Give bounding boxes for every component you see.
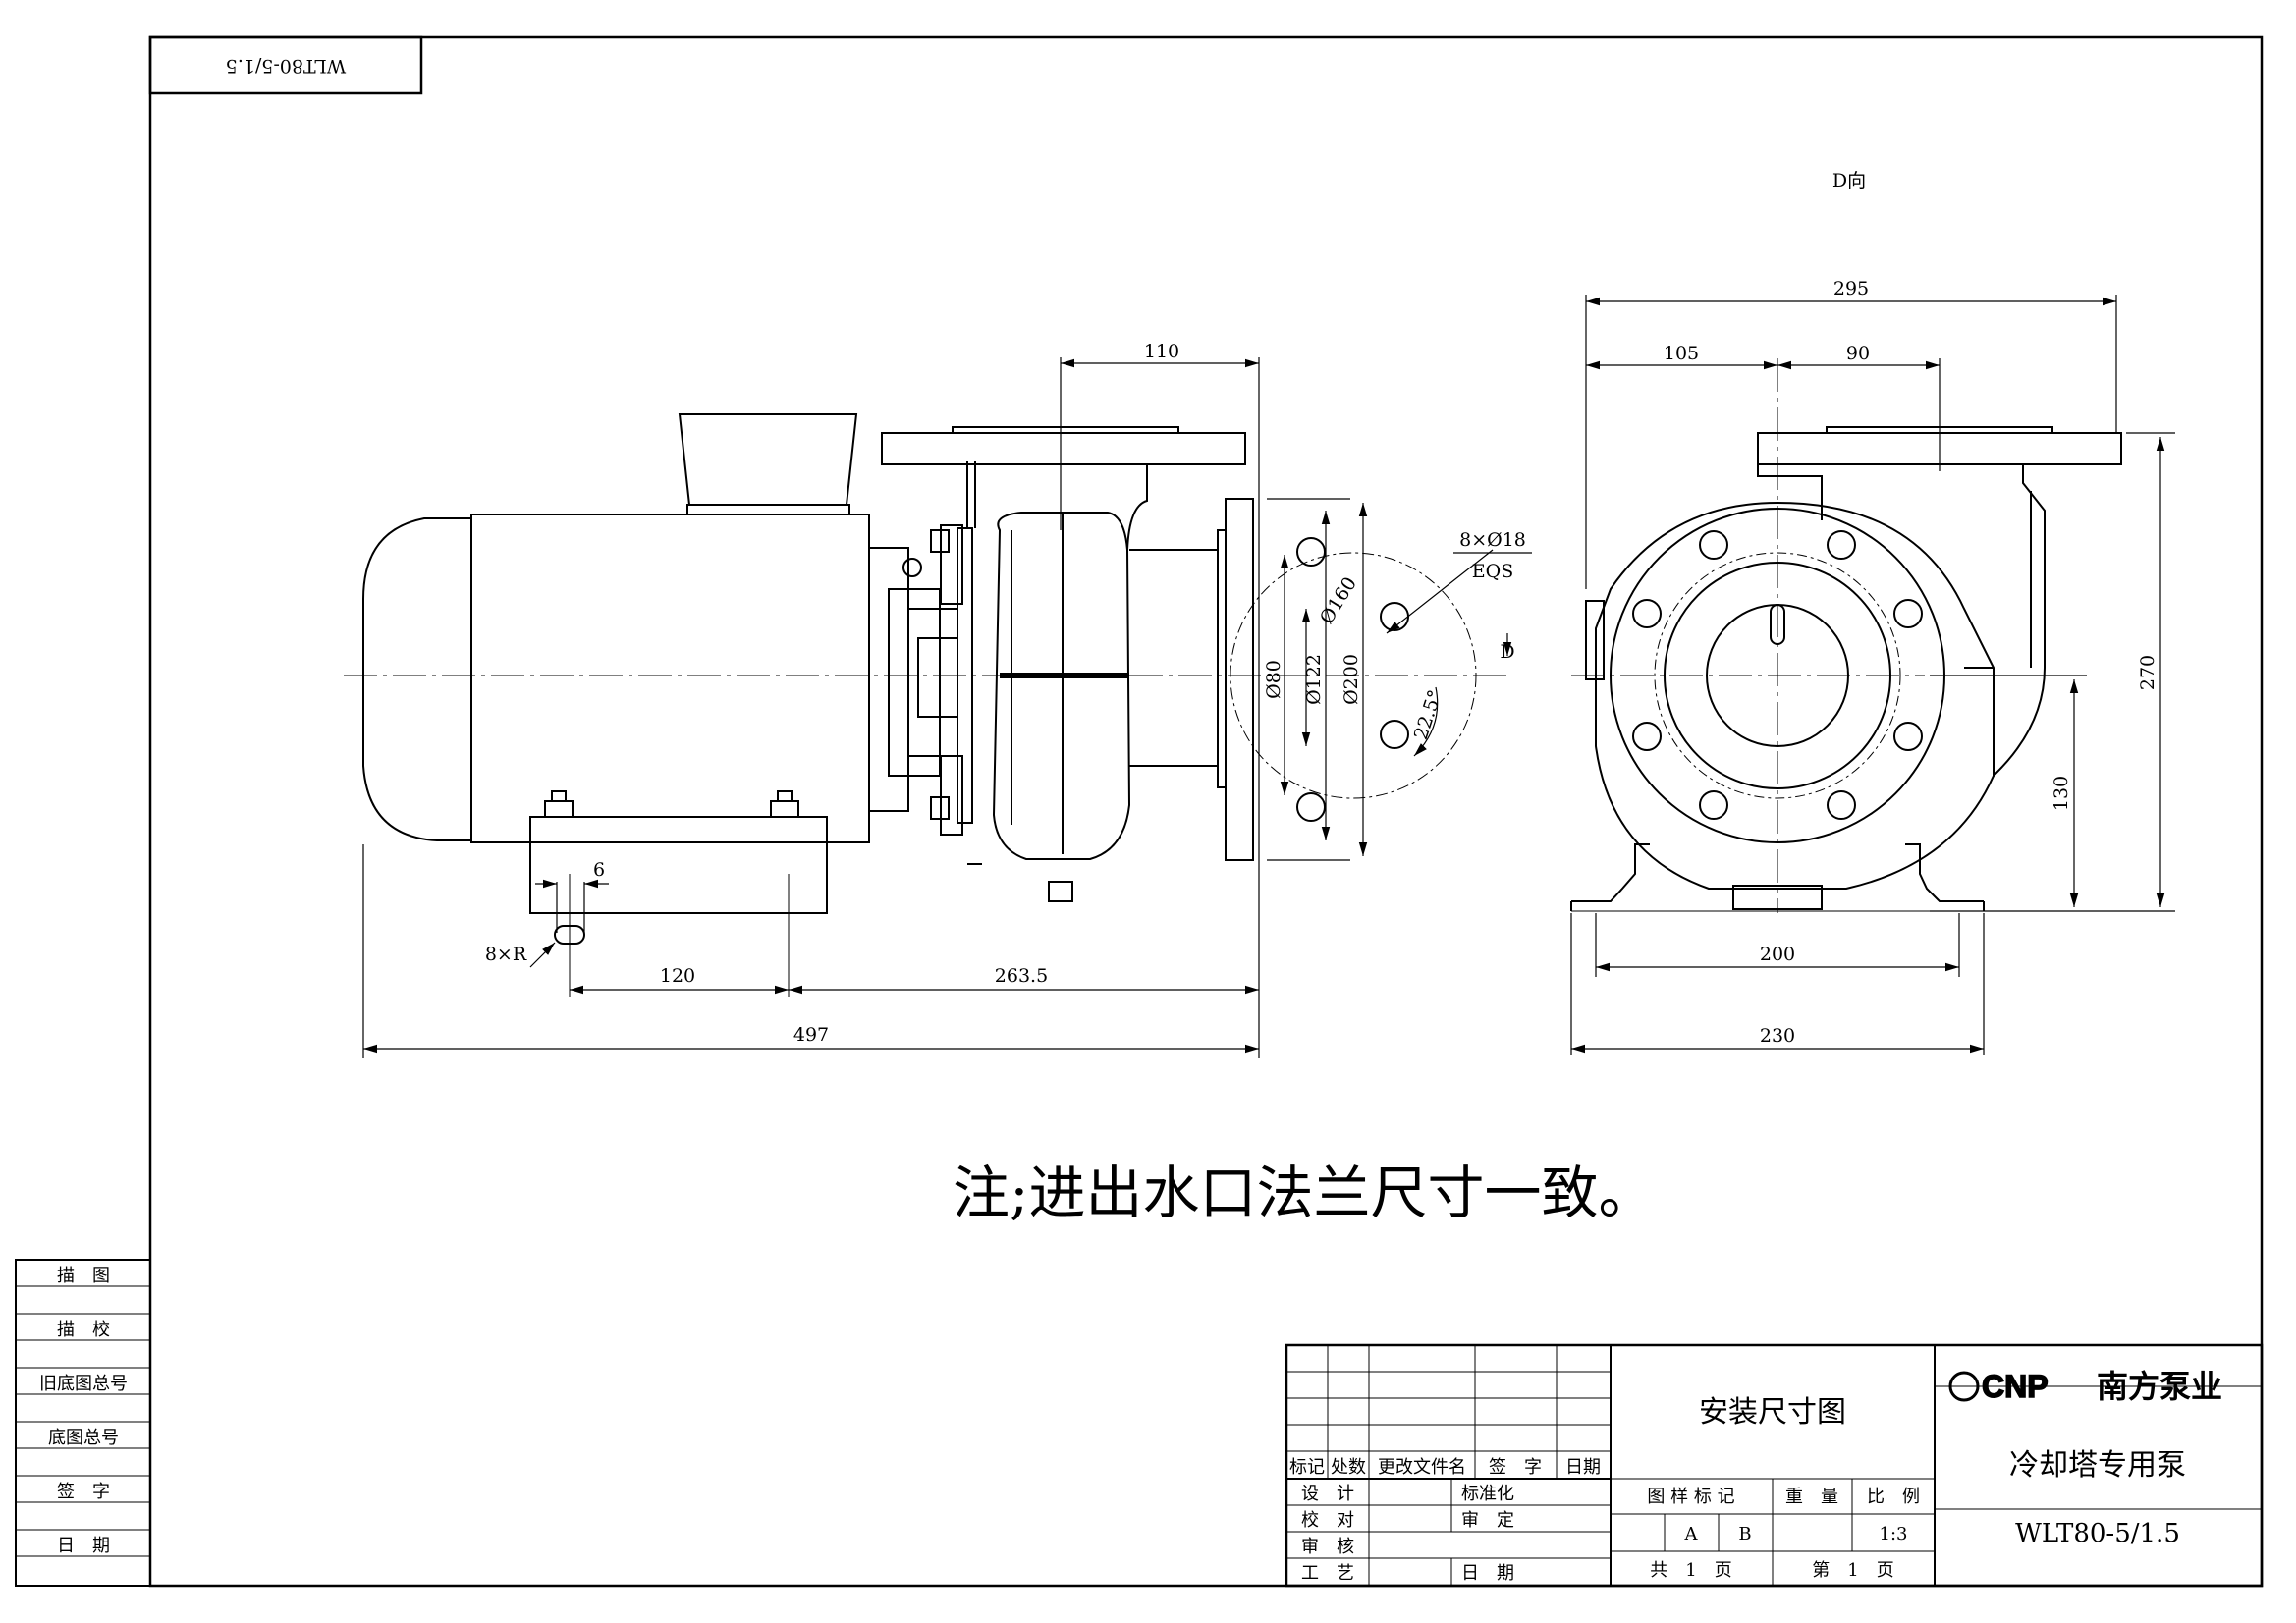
- role-design: 设 计: [1301, 1484, 1354, 1504]
- dim-angle: 22.5°: [1410, 687, 1447, 742]
- dim-slot-spec: 8×R: [485, 944, 527, 965]
- sheet-border: [148, 35, 2264, 1588]
- bolt-hole: [1380, 602, 1409, 631]
- side-label-draw: 描 图: [57, 1266, 110, 1286]
- pump-front-view: [1570, 358, 2122, 913]
- rev-header-count: 处数: [1331, 1457, 1366, 1478]
- side-record-labels: 描 图 描 校 旧底图总号 底图总号 签 字 日 期: [39, 1266, 128, 1556]
- title-block: [1285, 1343, 2264, 1588]
- dim-120: 120: [660, 965, 695, 987]
- rev-header-sign: 签 字: [1489, 1457, 1542, 1478]
- stage-a: A: [1684, 1524, 1699, 1544]
- side-label-sign: 签 字: [57, 1482, 110, 1502]
- dim-slot-6: 6: [593, 859, 605, 881]
- side-view-dim-labels: 110 8×Ø18 EQS D Ø160 Ø80 Ø122 Ø200 22.5°…: [485, 341, 1526, 1046]
- role-process: 工 艺: [1301, 1563, 1354, 1584]
- side-view-dimensions: [362, 357, 1532, 1058]
- label-weight: 重 量: [1785, 1487, 1838, 1507]
- total-sheets: 共 1 页: [1650, 1560, 1731, 1581]
- dim-bolt-eqs: EQS: [1472, 561, 1513, 582]
- company-name: 南方泵业: [2097, 1368, 2222, 1405]
- label-scale: 比 例: [1867, 1487, 1920, 1507]
- product-name: 冷却塔专用泵: [2009, 1448, 2186, 1483]
- side-label-date: 日 期: [57, 1536, 110, 1556]
- dim-230: 230: [1760, 1025, 1795, 1047]
- front-view-dimensions: [1570, 295, 2175, 1055]
- role-review: 审 核: [1301, 1537, 1354, 1557]
- rev-header-date: 日期: [1565, 1457, 1601, 1478]
- note-text: 注;进出水口法兰尺寸一致。: [953, 1160, 1656, 1226]
- dim-d160: Ø160: [1316, 573, 1361, 628]
- dim-90: 90: [1846, 343, 1870, 364]
- model-number: WLT80-5/1.5: [2015, 1519, 2180, 1548]
- pump-side-view: [344, 413, 1512, 997]
- dim-497: 497: [793, 1024, 829, 1046]
- rev-header-mark: 标记: [1289, 1457, 1325, 1478]
- side-record-table: [15, 1259, 151, 1587]
- dim-200: 200: [1760, 944, 1795, 965]
- dim-d122: Ø122: [1303, 654, 1325, 705]
- role-date: 日 期: [1461, 1563, 1514, 1584]
- sheet-number: 第 1 页: [1812, 1560, 1893, 1581]
- view-label-d: D向: [1832, 170, 1866, 191]
- bolt-hole: [1296, 792, 1326, 822]
- role-check: 校 对: [1301, 1510, 1354, 1531]
- scale-value: 1:3: [1880, 1524, 1908, 1544]
- drawing-title: 安装尺寸图: [1699, 1395, 1846, 1430]
- stage-b: B: [1738, 1524, 1751, 1544]
- title-block-text: 标记 处数 更改文件名 签 字 日期 设 计 校 对 审 核 工 艺 标准化 审…: [1289, 1395, 2186, 1584]
- front-view-dim-labels: 295 105 90 270 130 200 230: [1664, 278, 2159, 1047]
- role-approve: 审 定: [1461, 1510, 1514, 1531]
- dim-270: 270: [2137, 655, 2159, 690]
- rotated-drawing-number: WLT80-5/1.5: [226, 55, 347, 77]
- side-label-old-no: 旧底图总号: [39, 1374, 128, 1394]
- rev-header-doc: 更改文件名: [1378, 1457, 1466, 1478]
- dim-130: 130: [2050, 776, 2072, 811]
- dim-d80: Ø80: [1263, 660, 1285, 699]
- dim-bolt-spec: 8×Ø18: [1459, 529, 1526, 551]
- bolt-hole: [1296, 537, 1326, 567]
- bolt-hole: [1380, 720, 1409, 749]
- dim-263: 263.5: [995, 965, 1048, 987]
- dim-295: 295: [1833, 278, 1869, 299]
- dim-110: 110: [1144, 341, 1179, 362]
- company-logo: CNP 南方泵业: [1948, 1368, 2222, 1405]
- view-arrow-d: D: [1500, 641, 1514, 663]
- logo-mark-icon: [1948, 1371, 1980, 1402]
- dim-d200: Ø200: [1340, 654, 1362, 705]
- dim-105: 105: [1664, 343, 1699, 364]
- label-stage: 图 样 标 记: [1647, 1487, 1734, 1507]
- role-standard: 标准化: [1461, 1484, 1514, 1504]
- side-label-check: 描 校: [57, 1320, 110, 1340]
- side-label-base-no: 底图总号: [48, 1428, 119, 1448]
- logo-text: CNP: [1982, 1369, 2049, 1404]
